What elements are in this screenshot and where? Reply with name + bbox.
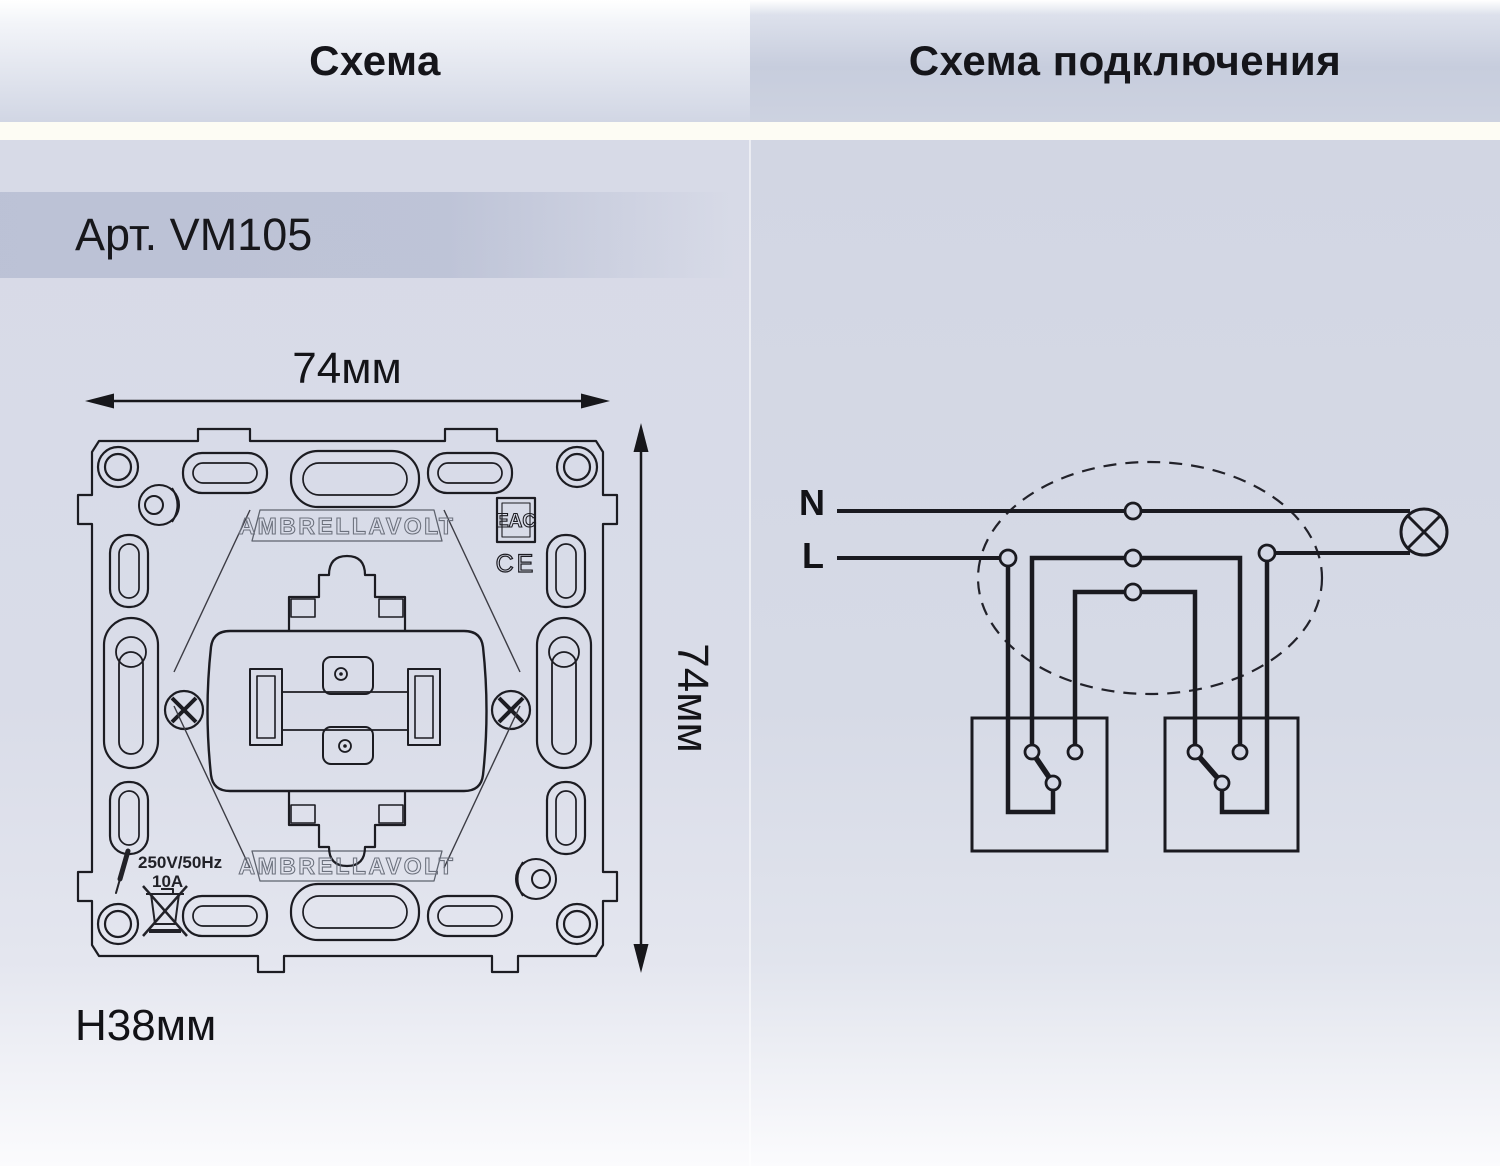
right-panel-header: Схема подключения [750, 0, 1500, 122]
corner-hole-bottom-right [555, 902, 599, 946]
bottom-spring-housing [287, 791, 407, 868]
corner-hole-top-right [555, 445, 599, 489]
top-slots [181, 449, 514, 509]
right-slots [535, 533, 593, 856]
connector-dot [1257, 543, 1277, 563]
brand-label-top: AMBRELLAVOLT [239, 513, 456, 539]
brand-box-bottom [251, 850, 443, 882]
lamp-icon [1399, 507, 1449, 557]
ce-mark: CE [496, 550, 537, 578]
screw-left [163, 689, 205, 731]
lamp-return-wire [1219, 561, 1270, 815]
construction-lines [173, 509, 521, 869]
weee-icon [142, 885, 188, 937]
arrow-down-icon [633, 944, 649, 973]
eac-label: EAC [496, 511, 536, 532]
contact-dot [1023, 743, 1041, 761]
pivot-dot [1044, 774, 1062, 792]
arrow-up-icon [633, 423, 649, 452]
vertical-panel-divider [749, 140, 751, 1166]
neutral-label: N [799, 482, 825, 523]
junction-box-ellipse [976, 460, 1324, 696]
left-panel-header: Схема [0, 0, 750, 122]
arrow-right-icon [581, 393, 610, 409]
brand-logo-top-left [138, 484, 180, 526]
arrow-left-icon [85, 393, 114, 409]
switch-box-2 [1163, 716, 1300, 853]
line-label: L [802, 535, 824, 576]
article-number: Арт. VM105 [75, 209, 313, 260]
plate-outline [76, 427, 619, 974]
brand-box-top [251, 509, 443, 542]
wires [837, 509, 1410, 853]
width-dimension [85, 393, 610, 409]
bottom-slots [181, 882, 514, 942]
traveler-wire-2 [1072, 589, 1198, 745]
left-slots [102, 533, 160, 856]
connector-dot [998, 548, 1018, 568]
switch-box-1 [970, 716, 1109, 853]
connector-dots [998, 501, 1277, 792]
article-band: Арт. VM105 [0, 192, 765, 278]
left-header-title: Схема [309, 37, 441, 84]
contact-dot [1066, 743, 1084, 761]
right-content-panel [750, 140, 1500, 1166]
rating-voltage-label: 250V/50Hz [138, 853, 222, 872]
line-drop-wire [1005, 566, 1056, 815]
corner-hole-bottom-left [96, 902, 140, 946]
pivot-dot [1213, 774, 1231, 792]
rocker-body [206, 629, 488, 793]
contact-dot [1186, 743, 1204, 761]
horizontal-divider-strip [0, 122, 1500, 140]
corner-hole-top-left [96, 445, 140, 489]
mechanism-drawing: 74мм 74мм [75, 344, 717, 1050]
rocker-mechanism [206, 554, 488, 868]
height-dimension [633, 423, 649, 973]
width-dimension-label: 74мм [292, 344, 401, 393]
height-dimension-label: 74мм [668, 643, 717, 752]
rating-current-label: 10A [152, 872, 183, 891]
brand-logo-bottom-right [515, 858, 557, 900]
screw-right [490, 689, 532, 731]
contact-dot [1231, 743, 1249, 761]
top-spring-housing [287, 554, 407, 631]
depth-dimension-label: H38мм [75, 1001, 216, 1050]
screwdriver-icon [115, 848, 131, 894]
connector-dot [1123, 548, 1143, 568]
brand-label-bottom: AMBRELLAVOLT [239, 853, 456, 879]
eac-mark [495, 496, 537, 544]
connector-dot [1123, 582, 1143, 602]
wiring-diagram: N L [799, 460, 1449, 853]
right-header-title: Схема подключения [908, 37, 1342, 84]
mounting-plate [76, 427, 619, 974]
connector-dot [1123, 501, 1143, 521]
